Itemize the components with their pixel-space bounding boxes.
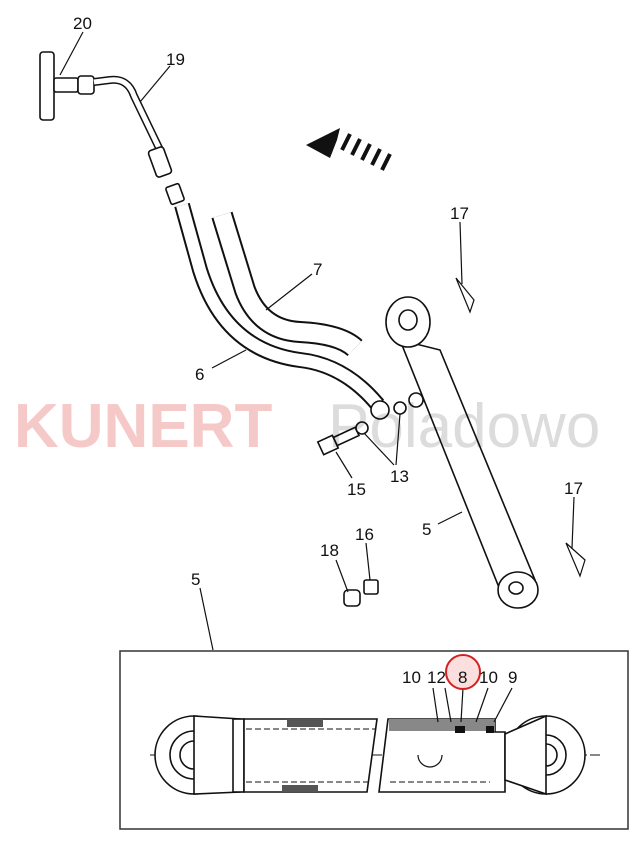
part-15-bolt [316,426,361,456]
label-13[interactable]: 13 [390,467,409,486]
label-10[interactable]: 10 [402,668,421,687]
highlight-circle[interactable] [445,654,481,690]
part-18-cap [343,589,361,607]
callout-labels: 20 19 17 7 6 13 15 17 5 16 18 5 10 12 8 … [73,14,583,687]
part-17-cotter-pin [455,277,586,578]
cylinder-section-inset [119,650,629,830]
label-6[interactable]: 6 [195,365,204,384]
label-9[interactable]: 9 [508,668,517,687]
part-6-hose [174,202,390,420]
label-10[interactable]: 10 [479,668,498,687]
part-20-tee-fitting [39,51,95,121]
label-12[interactable]: 12 [427,668,446,687]
label-5[interactable]: 5 [422,520,431,539]
part-7-spiral-guard [211,211,363,357]
label-17[interactable]: 17 [564,479,583,498]
label-8[interactable]: 8 [458,668,467,687]
label-7[interactable]: 7 [313,260,322,279]
part-16-plug [363,579,379,595]
part-19-pipe [93,75,185,206]
label-5[interactable]: 5 [191,570,200,589]
part-13-washers [355,392,424,435]
watermark-suffix: Poladowo [328,392,600,461]
part-5-cylinder [385,296,539,609]
label-16[interactable]: 16 [355,525,374,544]
direction-arrow-icon [306,128,392,171]
label-19[interactable]: 19 [166,50,185,69]
watermark: KUNERT Poladowo [14,392,600,461]
watermark-brand: KUNERT [14,392,272,461]
label-18[interactable]: 18 [320,541,339,560]
label-20[interactable]: 20 [73,14,92,33]
label-15[interactable]: 15 [347,480,366,499]
label-17[interactable]: 17 [450,204,469,223]
leader-lines [59,31,575,651]
